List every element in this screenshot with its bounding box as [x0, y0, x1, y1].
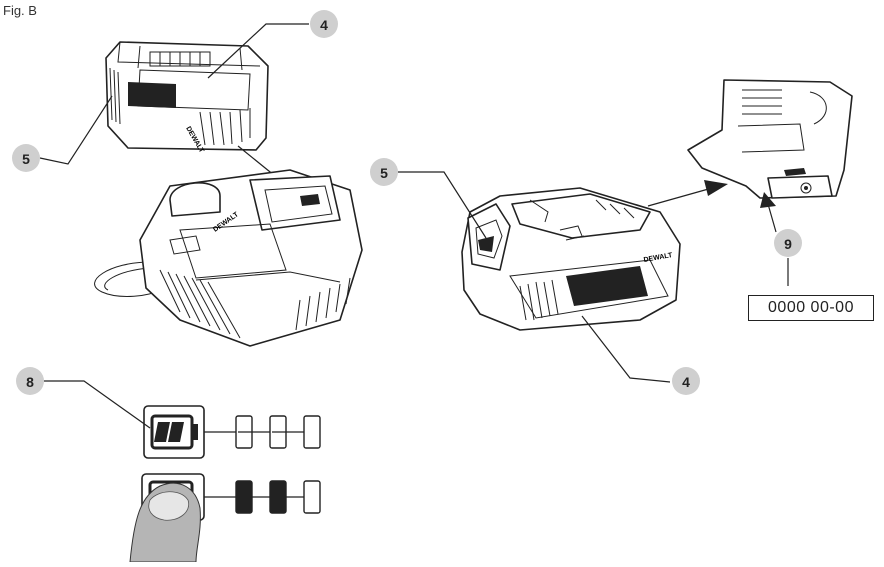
callout-number: 8	[26, 374, 34, 390]
callout-c5-left: 5	[12, 144, 40, 172]
fuel-gauge-display	[130, 406, 320, 562]
callout-number: 5	[380, 165, 388, 181]
gauge-segment-off	[304, 416, 320, 448]
date-code-label: 0000 00-00	[748, 295, 874, 321]
callout-c4-bottom: 4	[672, 367, 700, 395]
callout-c9: 9	[774, 229, 802, 257]
leader-8	[44, 381, 150, 428]
arrow-icon	[704, 180, 728, 196]
figure-label: Fig. B	[3, 3, 37, 18]
gauge-row-1	[204, 416, 320, 448]
callout-number: 4	[320, 17, 328, 33]
leader-5-left	[40, 96, 112, 164]
callout-c8: 8	[16, 367, 44, 395]
insert-arrow-tool	[648, 180, 728, 206]
callout-number: 4	[682, 374, 690, 390]
thumb-icon	[130, 483, 200, 562]
battery-pack-top: DEWALT	[106, 42, 268, 155]
gauge-segment-off	[304, 481, 320, 513]
tool-handle	[688, 80, 852, 232]
leader-4-bottom	[582, 316, 670, 382]
callout-number: 5	[22, 151, 30, 167]
callout-c5-mid: 5	[370, 158, 398, 186]
charger: DEWALT	[95, 170, 362, 346]
callout-c4-top: 4	[310, 10, 338, 38]
callout-number: 9	[784, 236, 792, 252]
gauge-row-2	[204, 481, 320, 513]
battery-pack-middle: DEWALT	[462, 188, 680, 330]
